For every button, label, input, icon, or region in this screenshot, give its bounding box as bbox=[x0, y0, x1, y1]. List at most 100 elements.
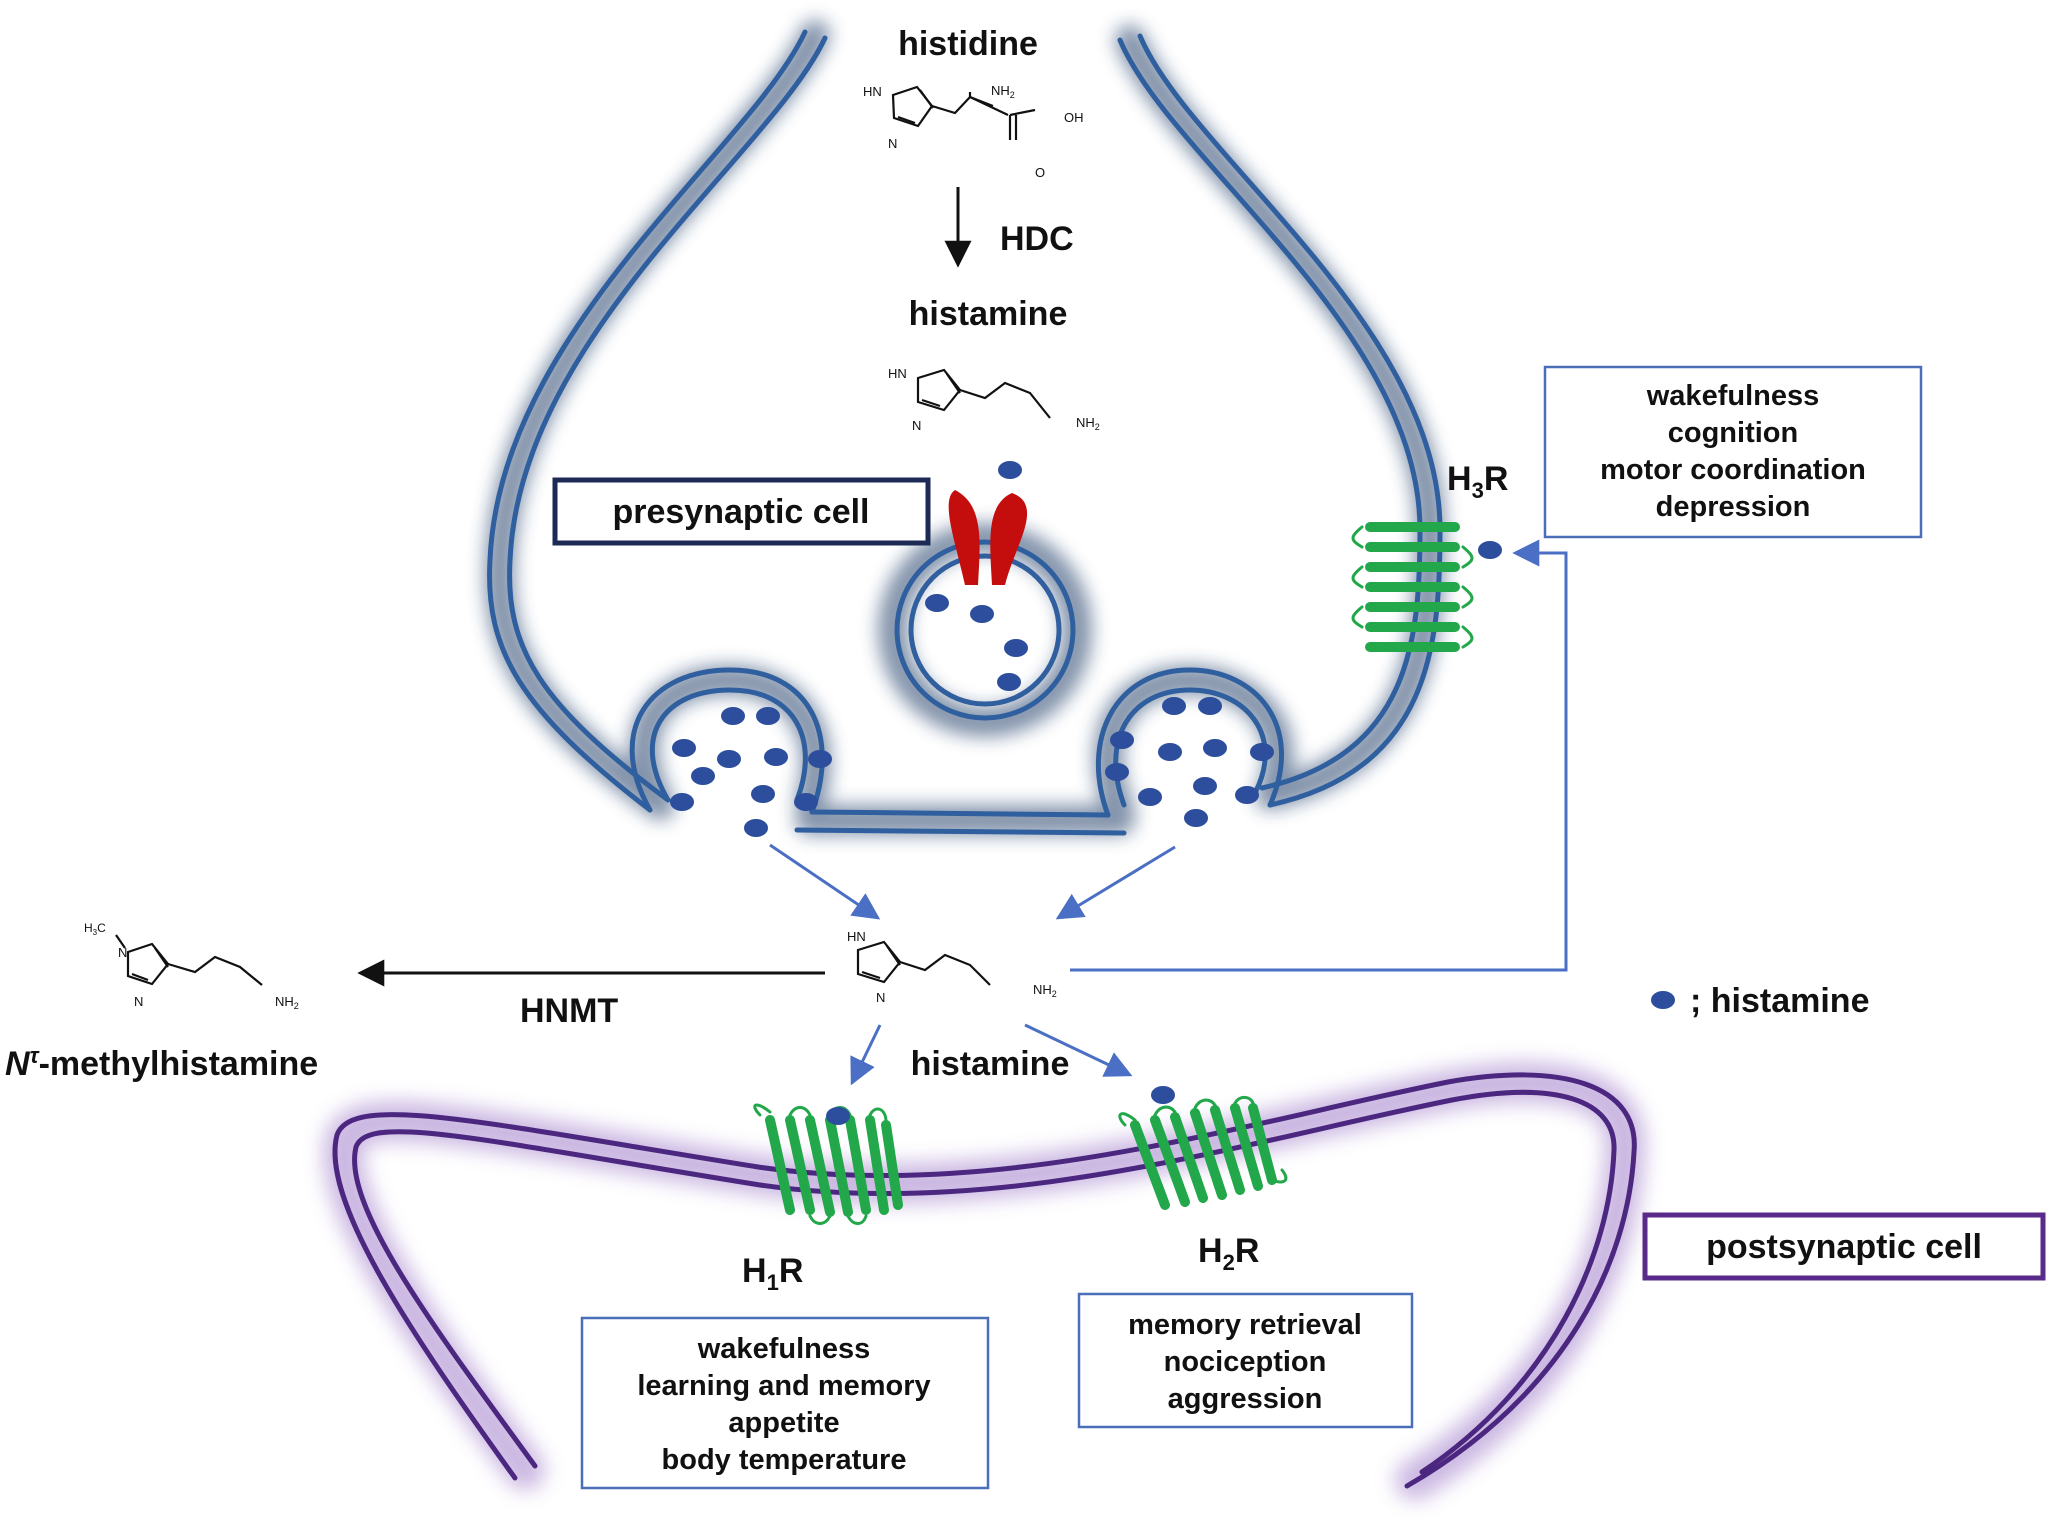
methylhistamine-atom-labels: H3C N N NH2 bbox=[84, 921, 299, 1011]
chem-n: N bbox=[888, 136, 897, 151]
presynaptic-cell-box: presynaptic cell bbox=[552, 477, 931, 546]
h1r-label: H1R bbox=[742, 1252, 803, 1295]
histamine-dot bbox=[717, 750, 741, 768]
histamine-dot bbox=[1198, 697, 1222, 715]
histidine-label: histidine bbox=[898, 25, 1038, 63]
histamine-dot bbox=[826, 1107, 850, 1125]
h3r-effect-item: cognition bbox=[1668, 417, 1798, 449]
histamine-dot bbox=[1184, 809, 1208, 827]
histamine-dot bbox=[970, 605, 994, 623]
histamine-dot bbox=[794, 793, 818, 811]
histamine-dot bbox=[1138, 788, 1162, 806]
methylhistamine-n: N bbox=[5, 1045, 31, 1083]
svg-text:NH2: NH2 bbox=[275, 994, 299, 1011]
h1r-effect-item: body temperature bbox=[662, 1444, 907, 1476]
histamine-dot bbox=[1162, 697, 1186, 715]
histamine-dot bbox=[1235, 786, 1259, 804]
chem-h3c: H bbox=[84, 921, 93, 935]
histamine-dot bbox=[1203, 739, 1227, 757]
chem-hn: HN bbox=[888, 366, 907, 381]
postsynaptic-cell-label: postsynaptic cell bbox=[1706, 1228, 1982, 1266]
chem-n: N bbox=[118, 945, 127, 960]
histamine-top-atom-labels: HN N NH2 bbox=[888, 366, 1100, 433]
svg-text:NH2: NH2 bbox=[1033, 982, 1057, 999]
chem-nh2: NH bbox=[1033, 982, 1052, 997]
chem-nh2: NH bbox=[1076, 415, 1095, 430]
h2r-binding-arrow bbox=[1024, 1023, 1133, 1077]
h3r-feedback-arrow bbox=[1070, 539, 1568, 972]
histidine-structure bbox=[891, 85, 1036, 140]
histamine-dot bbox=[721, 707, 745, 725]
histamine-dots bbox=[670, 461, 1502, 1125]
vesicular-transporter bbox=[948, 490, 1028, 585]
h2r-effect-item: aggression bbox=[1168, 1383, 1323, 1415]
chem-nh2-sub: 2 bbox=[1010, 90, 1015, 100]
postsynaptic-cell-box: postsynaptic cell bbox=[1642, 1212, 2046, 1281]
arrows bbox=[357, 187, 1568, 1086]
chem-o: O bbox=[1035, 165, 1045, 180]
histamine-dot bbox=[925, 594, 949, 612]
histamine-dot bbox=[751, 785, 775, 803]
histamine-mid-atom-labels: HN N NH2 bbox=[847, 929, 1057, 1005]
h3r-effect-item: depression bbox=[1656, 491, 1811, 523]
histamine-dot bbox=[1158, 743, 1182, 761]
methylhistamine-rest: -methylhistamine bbox=[39, 1045, 319, 1083]
chem-hn: HN bbox=[863, 84, 882, 99]
legend-histamine-dot bbox=[1651, 991, 1675, 1009]
h3r-label: H3R bbox=[1447, 460, 1508, 503]
histamine-structure-mid bbox=[856, 940, 991, 986]
h3r-effect-item: motor coordination bbox=[1600, 454, 1866, 486]
methylhistamine-sup: τ bbox=[30, 1043, 40, 1068]
h1r-binding-arrow bbox=[850, 1024, 882, 1086]
h3r-effects-box: wakefulness cognition motor coordination… bbox=[1543, 365, 1923, 539]
chem-nh2-sub: 2 bbox=[1095, 422, 1100, 432]
histamine-dot bbox=[756, 707, 780, 725]
h3r-effect-item: wakefulness bbox=[1646, 380, 1819, 412]
svg-text:NH2: NH2 bbox=[991, 83, 1015, 100]
release-arrow-left bbox=[769, 843, 881, 920]
svg-text:NH2: NH2 bbox=[1076, 415, 1100, 432]
histamine-dot bbox=[1478, 541, 1502, 559]
h1r-effect-item: wakefulness bbox=[697, 1333, 870, 1365]
h1r-receptor bbox=[753, 1103, 903, 1225]
methylhistamine-structure bbox=[115, 934, 263, 986]
h2r-effect-item: memory retrieval bbox=[1128, 1309, 1362, 1341]
chem-h3c-end: C bbox=[97, 921, 106, 935]
histamine-dot bbox=[672, 739, 696, 757]
chem-nh2: NH bbox=[275, 994, 294, 1009]
presynaptic-cell-label: presynaptic cell bbox=[612, 493, 869, 531]
chem-hn: HN bbox=[847, 929, 866, 944]
chem-h3c-sub: 3 bbox=[93, 928, 98, 937]
histamine-structure-top bbox=[916, 368, 1051, 419]
h2r-label: H2R bbox=[1198, 1232, 1259, 1275]
histamine-dot bbox=[1250, 743, 1274, 761]
h1r-effects-box: wakefulness learning and memory appetite… bbox=[580, 1316, 990, 1490]
svg-text:H3C: H3C bbox=[84, 921, 106, 937]
histamine-label-top: histamine bbox=[909, 295, 1068, 333]
histamine-dot bbox=[808, 750, 832, 768]
histamine-dot bbox=[997, 673, 1021, 691]
h1r-effect-item: appetite bbox=[728, 1407, 839, 1439]
histamine-dot bbox=[764, 748, 788, 766]
chem-nh2: NH bbox=[991, 83, 1010, 98]
chem-oh: OH bbox=[1064, 110, 1084, 125]
hnmt-label: HNMT bbox=[520, 992, 618, 1030]
histamine-dot bbox=[998, 461, 1022, 479]
chem-n: N bbox=[876, 990, 885, 1005]
histamine-dot bbox=[1004, 639, 1028, 657]
histamine-dot bbox=[691, 767, 715, 785]
chem-nh2-sub: 2 bbox=[294, 1001, 299, 1011]
presynaptic-membrane bbox=[484, 20, 1446, 836]
h2r-effect-item: nociception bbox=[1164, 1346, 1327, 1378]
histamine-dot bbox=[670, 793, 694, 811]
h2r-effects-box: memory retrieval nociception aggression bbox=[1077, 1292, 1414, 1429]
release-arrow-right bbox=[1055, 845, 1176, 920]
legend-label: ; histamine bbox=[1690, 982, 1869, 1020]
methylhistamine-label: Nτ-methylhistamine bbox=[5, 1043, 318, 1083]
chem-nh2-sub: 2 bbox=[1052, 989, 1057, 999]
chem-n: N bbox=[134, 994, 143, 1009]
legend: ; histamine bbox=[1651, 982, 1869, 1020]
histamine-label-mid: histamine bbox=[911, 1045, 1070, 1083]
